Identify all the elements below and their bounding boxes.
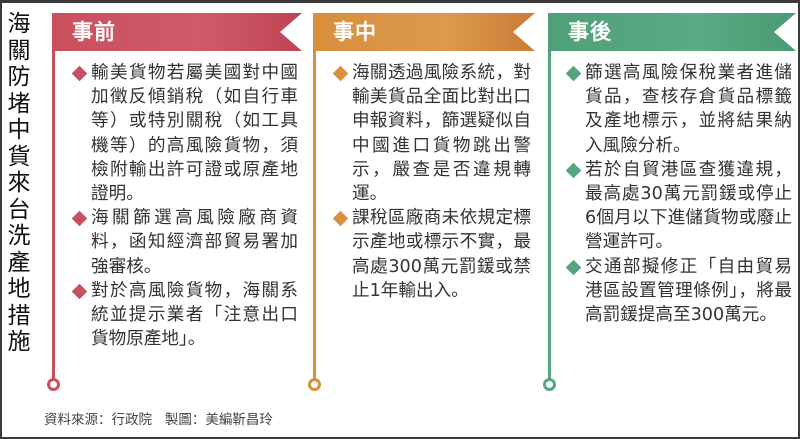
diamond-bullet-icon [71, 65, 88, 82]
ribbon-notch [280, 13, 302, 51]
diamond-bullet-icon [332, 65, 349, 82]
vertical-title-char: 產 [7, 249, 31, 276]
list-item: 課稅區廠商未依規定標示產地或標示不實，最高處300萬元罰鍰或禁止1年輸出入。 [332, 206, 531, 303]
list-item: 海關篩選高風險廠商資料，函知經濟部貿易署加強審核。 [71, 206, 298, 279]
timeline-ring-after [543, 378, 556, 391]
list-item: 輸美貨物若屬美國對中國加徵反傾銷稅（如自行車等）或特別關稅（如工具機等）的高風險… [71, 61, 298, 206]
vertical-title-char: 洗 [7, 223, 31, 249]
timeline-stem-after [548, 51, 551, 381]
diamond-bullet-icon [565, 259, 582, 275]
list-item: 篩選高風險保稅業者進儲貨品，查核存倉貨品標籤及產地標示，並將結果納入風險分析。 [565, 61, 792, 158]
header-label-during: 事中 [333, 19, 377, 44]
vertical-title-char: 中 [7, 117, 31, 143]
ribbon-header-after: 事後 [548, 13, 796, 51]
header-label-before: 事前 [72, 19, 116, 44]
diamond-bullet-icon [565, 65, 582, 82]
vertical-title: 海關防堵中貨來台洗產地措施 [6, 11, 32, 356]
item-list-before: 輸美貨物若屬美國對中國加徵反傾銷稅（如自行車等）或特別關稅（如工具機等）的高風險… [71, 61, 298, 352]
diamond-bullet-icon [71, 283, 88, 300]
vertical-title-char: 地 [7, 276, 31, 302]
diamond-bullet-icon [565, 162, 582, 179]
footer-credits: 資料來源：行政院 製圖：美編靳昌玲 [44, 408, 273, 428]
timeline-stem-before [52, 51, 55, 381]
list-item: 交通部擬修正「自由貿易港區設置管理條例」，將最高罰鍰提高至300萬元。 [565, 255, 792, 328]
vertical-title-char: 措 [7, 302, 31, 329]
vertical-title-char: 來 [7, 170, 31, 196]
vertical-title-char: 施 [7, 329, 31, 355]
ribbon-notch [513, 13, 535, 51]
list-item: 對於高風險貨物，海關系統並提示業者「注意出口貨物原產地」。 [71, 279, 298, 352]
source-text: 資料來源：行政院 [44, 412, 152, 428]
vertical-title-char: 關 [7, 37, 31, 64]
vertical-title-char: 海 [7, 11, 31, 37]
item-list-during: 海關透過風險系統，對輸美貨品全面比對出口申報資料，篩選疑似自中國進口貨物跳出警示… [332, 61, 531, 303]
ribbon-notch [774, 13, 796, 51]
ribbon-header-during: 事中 [313, 13, 535, 51]
credit-text: 製圖：美編靳昌玲 [164, 412, 273, 428]
diamond-bullet-icon [71, 210, 88, 227]
vertical-title-char: 防 [7, 64, 31, 90]
header-label-after: 事後 [568, 19, 612, 44]
timeline-ring-before [47, 378, 60, 391]
vertical-title-char: 貨 [7, 143, 31, 170]
diamond-bullet-icon [332, 210, 349, 227]
ribbon-header-before: 事前 [52, 13, 302, 51]
list-item: 海關透過風險系統，對輸美貨品全面比對出口申報資料，篩選疑似自中國進口貨物跳出警示… [332, 61, 531, 206]
vertical-title-char: 台 [7, 196, 31, 223]
timeline-stem-during [313, 51, 316, 381]
list-item: 若於自貿港區查獲違規，最高處30萬元罰鍰或停止6個月以下進儲貨物或廢止營運許可。 [565, 158, 792, 255]
vertical-title-char: 堵 [7, 90, 31, 117]
timeline-ring-during [308, 378, 321, 391]
item-list-after: 篩選高風險保稅業者進儲貨品，查核存倉貨品標籤及產地標示，並將結果納入風險分析。 … [565, 61, 792, 328]
